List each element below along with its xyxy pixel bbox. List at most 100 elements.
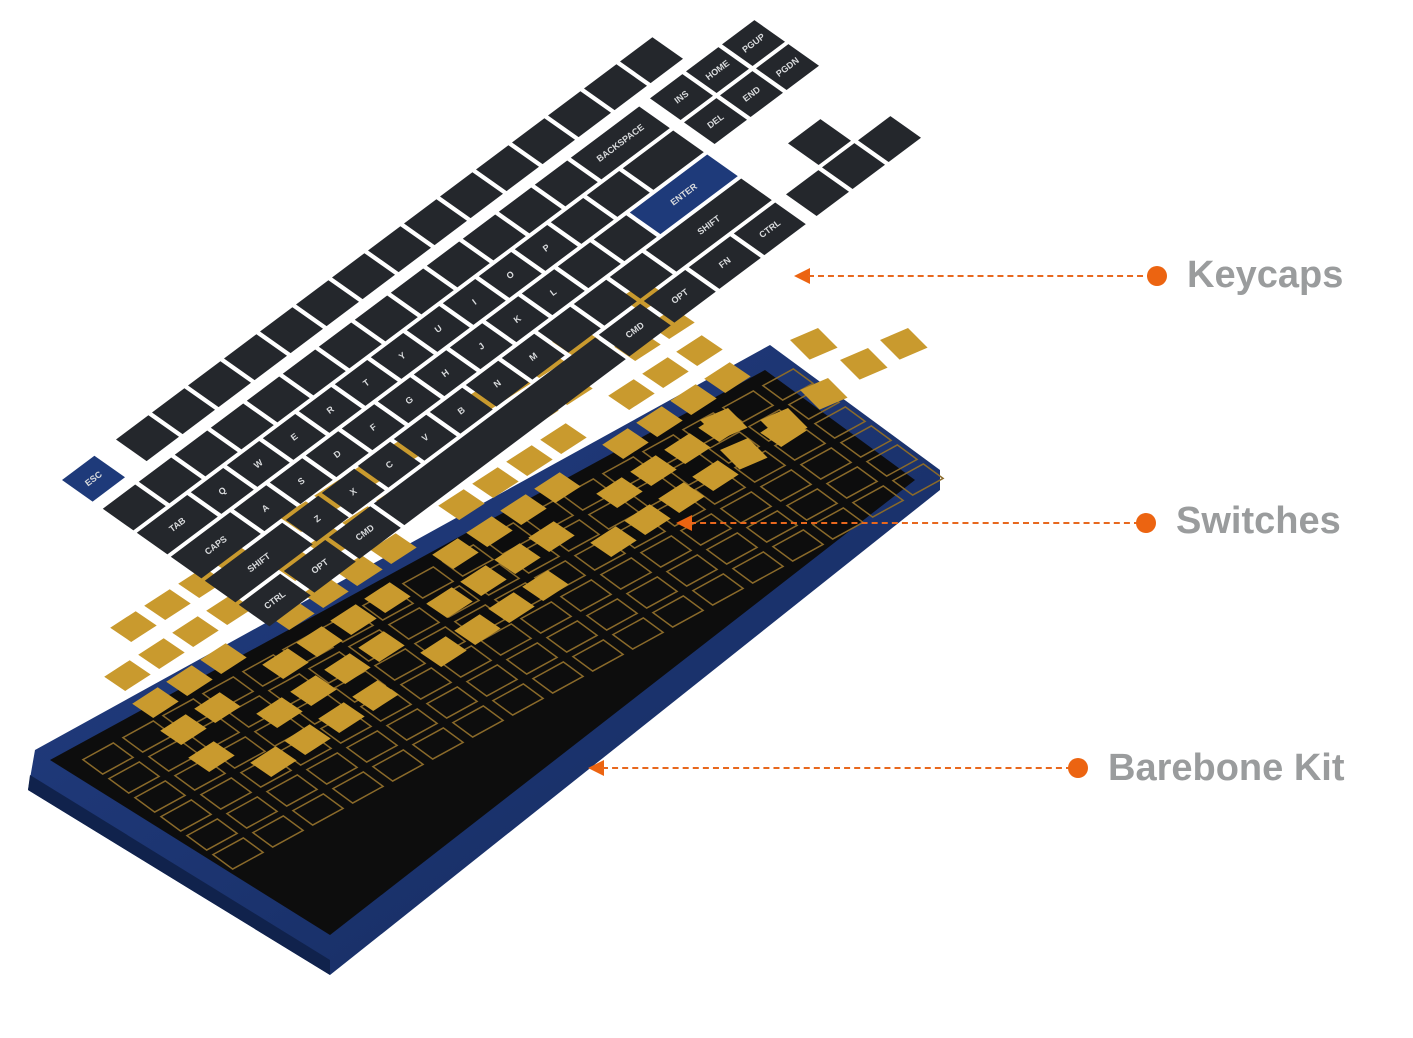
switch bbox=[658, 482, 705, 513]
keycap bbox=[321, 468, 385, 515]
keycap-legend: E bbox=[289, 431, 300, 443]
switch bbox=[302, 577, 349, 608]
plate-cutout bbox=[771, 529, 825, 562]
switch bbox=[720, 438, 768, 470]
keycap-function bbox=[476, 145, 539, 192]
plate-cutout bbox=[185, 818, 239, 851]
plate-cutout bbox=[387, 607, 441, 640]
keycap bbox=[269, 458, 333, 505]
keycap bbox=[573, 279, 637, 326]
plate-cutout bbox=[639, 535, 693, 568]
plate-cutout bbox=[401, 566, 455, 599]
plate-cutout bbox=[199, 777, 253, 810]
switch bbox=[454, 614, 501, 645]
plate-cutout bbox=[785, 488, 839, 521]
keycap-legend: S bbox=[296, 475, 307, 487]
keycap-legend: C bbox=[384, 458, 396, 470]
plate-cutout bbox=[719, 491, 773, 524]
plate-cutout bbox=[705, 532, 759, 565]
keycap bbox=[285, 495, 349, 542]
switch bbox=[132, 687, 179, 718]
keycap-legend: N bbox=[492, 378, 503, 390]
plate-cutout bbox=[371, 749, 425, 782]
plate-cutout bbox=[545, 620, 599, 653]
switch bbox=[166, 665, 213, 696]
keycap bbox=[190, 468, 254, 514]
plate-cutout bbox=[173, 758, 227, 791]
keycap bbox=[238, 573, 311, 627]
keycap bbox=[390, 268, 454, 315]
plate-cutout bbox=[547, 519, 601, 552]
keycap bbox=[393, 414, 457, 461]
keycap-legend: K bbox=[512, 313, 524, 325]
plate-cutout bbox=[851, 485, 905, 518]
switch bbox=[364, 582, 411, 613]
keycap bbox=[584, 64, 647, 111]
switch bbox=[290, 675, 337, 706]
plate-cutout bbox=[585, 598, 639, 631]
switch bbox=[432, 538, 479, 569]
keycap bbox=[442, 279, 506, 325]
switch bbox=[284, 724, 331, 755]
keycap-arrow bbox=[858, 116, 921, 162]
switch bbox=[262, 648, 309, 679]
keycap-legend: P bbox=[541, 242, 552, 254]
keycap bbox=[501, 333, 565, 380]
plate-cutout bbox=[891, 463, 945, 496]
switch bbox=[704, 362, 751, 393]
keycap-legend: Q bbox=[216, 485, 228, 497]
keycap bbox=[102, 484, 166, 531]
keycap-legend: I bbox=[470, 297, 478, 307]
switch bbox=[472, 467, 519, 498]
keycap bbox=[550, 198, 614, 244]
keycap-function bbox=[368, 226, 431, 273]
switch bbox=[602, 428, 649, 459]
keycap bbox=[406, 306, 470, 352]
keycap bbox=[341, 404, 405, 451]
switch bbox=[528, 521, 575, 552]
keycap-legend: B bbox=[456, 404, 468, 416]
keycap bbox=[328, 506, 401, 559]
switch bbox=[296, 626, 343, 657]
plate-cutout bbox=[213, 736, 267, 769]
dot-icon bbox=[1147, 266, 1167, 286]
plate-cutout bbox=[491, 683, 545, 716]
plate-cutout bbox=[425, 686, 479, 719]
keycap-legend: R bbox=[325, 404, 337, 416]
switch bbox=[250, 746, 297, 777]
switch bbox=[172, 616, 219, 647]
keycap-esc bbox=[62, 455, 125, 502]
keycap-function bbox=[224, 334, 287, 381]
plate-cutout bbox=[373, 648, 427, 681]
keycap bbox=[283, 540, 356, 593]
plate-cutout bbox=[707, 431, 761, 464]
switch bbox=[534, 472, 581, 503]
keycap bbox=[514, 225, 578, 271]
plate-cutout bbox=[691, 573, 745, 606]
keycap bbox=[334, 360, 398, 406]
keycap-function bbox=[296, 280, 359, 327]
plate-cutout bbox=[571, 639, 625, 672]
switch bbox=[608, 379, 655, 410]
switch bbox=[336, 555, 383, 586]
keycap-legend: L bbox=[548, 286, 559, 298]
switch bbox=[596, 477, 643, 508]
keycap-enter bbox=[629, 154, 738, 235]
keycap bbox=[210, 403, 274, 450]
keycap bbox=[465, 360, 529, 407]
plate-cutout bbox=[345, 730, 399, 763]
switch bbox=[268, 599, 315, 630]
plate-cutout bbox=[625, 576, 679, 609]
switch bbox=[540, 423, 587, 454]
keycap bbox=[233, 485, 297, 532]
keycap bbox=[598, 303, 671, 357]
keycap bbox=[226, 441, 290, 487]
keycap bbox=[534, 160, 598, 207]
plate-cutout bbox=[465, 664, 519, 697]
keycap bbox=[246, 376, 310, 423]
plate-cutout bbox=[679, 513, 733, 546]
plate-cutout bbox=[799, 447, 853, 480]
switch bbox=[494, 543, 541, 574]
keycap-legend: D bbox=[332, 448, 344, 460]
